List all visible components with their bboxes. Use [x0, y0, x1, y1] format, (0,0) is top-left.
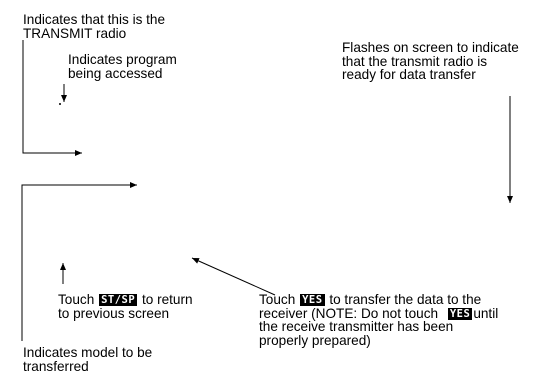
- model-line1: Indicates model to be: [23, 345, 153, 360]
- program-dot: [59, 103, 61, 105]
- model-label: Indicates model to be transferred: [23, 346, 152, 373]
- touch-yes-pre: Touch: [259, 292, 296, 307]
- flashes-line2: that the transmit radio is: [342, 53, 488, 69]
- transmit-radio-line2: TRANSMIT radio: [23, 25, 127, 41]
- touch-yes-line4: properly prepared): [259, 332, 371, 348]
- touch-st-pre: Touch: [58, 292, 95, 307]
- model-line2: transferred: [23, 358, 89, 374]
- yes-key-icon: YES: [300, 294, 325, 306]
- touch-yes-line3: the receive transmitter has been: [259, 319, 454, 334]
- st-sp-key-icon: ST/SP: [99, 294, 138, 306]
- model-leader: [21, 182, 137, 341]
- transmit-radio-label: Indicates that this is the TRANSMIT radi…: [23, 13, 165, 40]
- flashes-line3: ready for data transfer: [342, 67, 476, 82]
- touch-st-line1: Touch ST/SP to return: [58, 293, 193, 307]
- touch-yes-line1: Touch YES to transfer the data to the: [259, 293, 498, 307]
- touch-st-post: to return: [141, 292, 193, 307]
- touch-yes-arrow: [191, 257, 276, 296]
- touch-st-label: Touch ST/SP to return to previous screen: [58, 293, 193, 320]
- touch-yes-label: Touch YES to transfer the data to the re…: [259, 293, 498, 347]
- touch-yes-line2-text: receiver (NOTE: Do not touch: [259, 305, 439, 321]
- yes-key-icon-2: YES: [447, 307, 473, 320]
- flashes-line1: Flashes on screen to indicate: [342, 40, 519, 55]
- transmit-radio-leader: [22, 40, 82, 156]
- touch-st-line2: to previous screen: [58, 305, 170, 321]
- program-label: Indicates program being accessed: [68, 53, 177, 80]
- flashes-label: Flashes on screen to indicate that the t…: [342, 41, 519, 82]
- program-line1: Indicates program: [68, 52, 177, 67]
- program-line2: being accessed: [68, 65, 163, 81]
- transmit-radio-line1: Indicates that this is the: [23, 12, 166, 27]
- touch-yes-line2-post: until: [473, 305, 499, 321]
- touch-yes-post: to transfer the data to the: [329, 292, 482, 307]
